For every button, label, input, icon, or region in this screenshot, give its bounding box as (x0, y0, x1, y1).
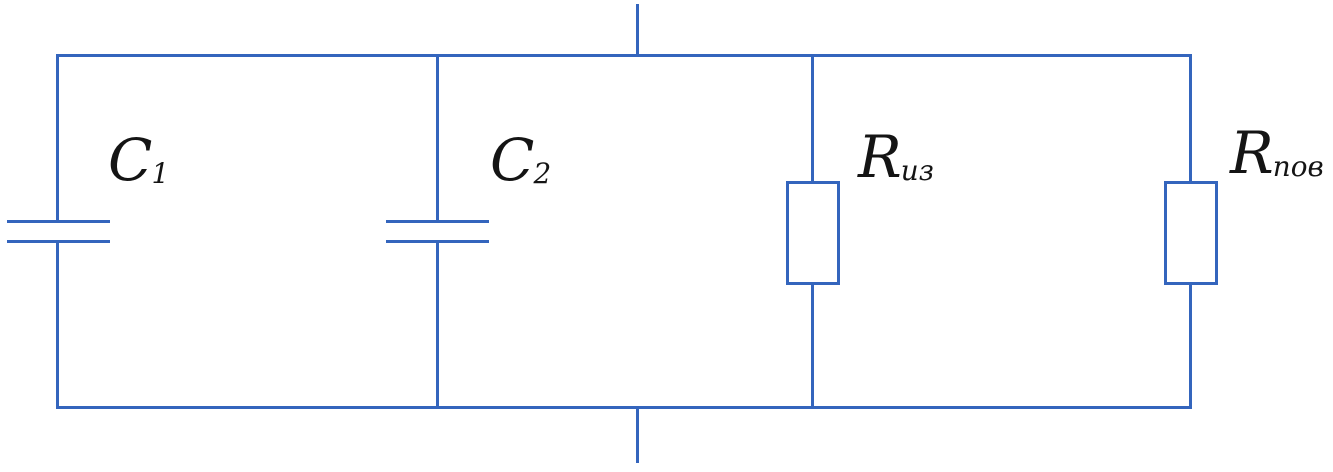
riz-wire-bottom (811, 284, 814, 409)
label-riz: Rиз (858, 128, 934, 188)
label-rpov-symbol: R (1230, 119, 1274, 187)
label-c1-subscript: 1 (151, 157, 170, 191)
c1-wire-bottom (56, 243, 59, 409)
terminal-top-wire (636, 4, 639, 57)
c1-wire-top (56, 54, 59, 222)
label-rpov-subscript: пов (1272, 150, 1324, 184)
label-c1-symbol: C (108, 126, 152, 194)
bottom-rail-wire (56, 406, 1192, 409)
rpov-wire-top (1189, 54, 1192, 184)
rpov-wire-bottom (1189, 284, 1192, 409)
c1-plate-bottom (7, 240, 110, 243)
c2-plate-top (386, 220, 489, 223)
label-riz-subscript: из (900, 154, 934, 188)
label-rpov: Rпов (1230, 124, 1324, 184)
label-c2: C2 (490, 131, 552, 191)
c2-plate-bottom (386, 240, 489, 243)
label-c2-symbol: C (490, 126, 534, 194)
label-riz-symbol: R (858, 123, 902, 191)
c2-wire-bottom (436, 243, 439, 409)
c2-wire-top (436, 54, 439, 222)
top-rail-wire (56, 54, 1192, 57)
riz-resistor-symbol (786, 181, 840, 285)
riz-wire-top (811, 54, 814, 184)
rpov-resistor-symbol (1164, 181, 1218, 285)
label-c1: C1 (108, 131, 170, 191)
c1-plate-top (7, 220, 110, 223)
terminal-bottom-wire (636, 406, 639, 463)
label-c2-subscript: 2 (533, 157, 552, 191)
